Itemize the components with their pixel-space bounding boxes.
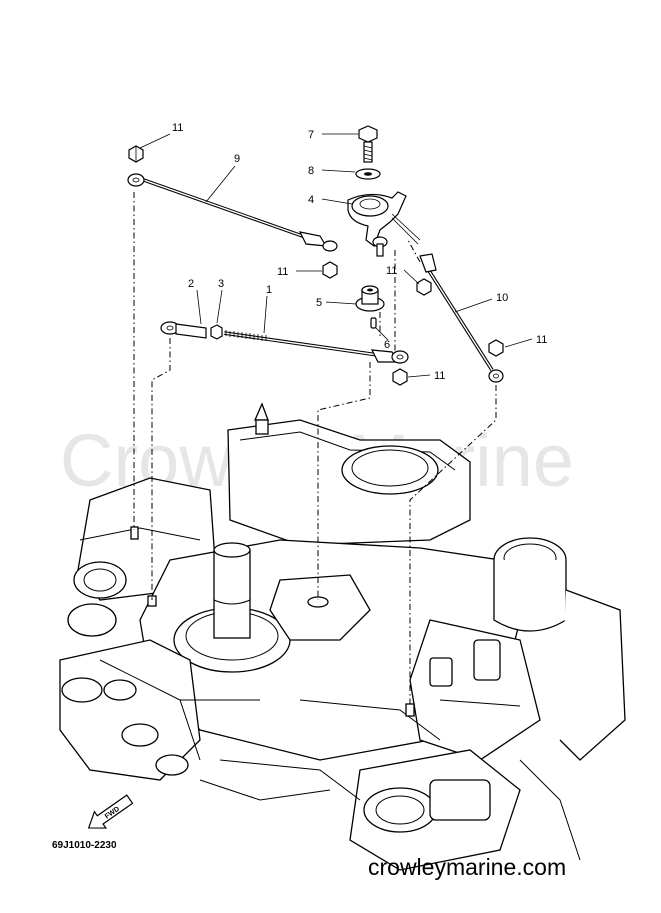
fwd-label: FWD — [104, 806, 121, 821]
callout-11-right-upper: 11 — [386, 265, 397, 277]
part-4-lever — [347, 191, 421, 257]
callout-11-bottom: 11 — [434, 370, 445, 382]
nut-11-top-left — [128, 145, 144, 163]
callout-leaders — [139, 133, 533, 378]
callout-2: 2 — [188, 278, 194, 290]
part-2-rod-end — [160, 321, 207, 339]
callout-5: 5 — [316, 297, 322, 309]
diagram-code: 69J1010-2230 — [52, 840, 117, 851]
part-3-nut — [210, 324, 223, 340]
part-5-bushing — [355, 285, 385, 312]
callout-8: 8 — [308, 165, 314, 177]
nut-11-mid — [322, 261, 338, 279]
nut-11-bottom — [392, 368, 408, 386]
site-footer: crowleymarine.com — [368, 854, 566, 880]
callout-1: 1 — [266, 284, 272, 296]
part-10-rod — [419, 253, 504, 383]
callout-11-top-left: 11 — [172, 122, 183, 134]
part-6-pin — [370, 317, 377, 329]
callout-7: 7 — [308, 129, 314, 141]
leader-lines — [133, 192, 497, 705]
callout-11-right-lower: 11 — [536, 334, 547, 346]
part-8-washer — [355, 168, 381, 180]
part-9-rod — [127, 173, 338, 252]
callout-9: 9 — [234, 153, 240, 165]
callout-11-mid: 11 — [277, 266, 288, 278]
nut-11-right-lower — [488, 339, 504, 357]
callout-10: 10 — [496, 292, 508, 304]
callout-6: 6 — [384, 339, 390, 351]
fwd-arrow-icon: FWD — [87, 794, 134, 829]
callout-3: 3 — [218, 278, 224, 290]
nut-11-right-upper — [416, 278, 432, 296]
part-7-bolt — [358, 125, 378, 163]
part-1-rod — [223, 330, 409, 364]
callout-4: 4 — [308, 194, 314, 206]
